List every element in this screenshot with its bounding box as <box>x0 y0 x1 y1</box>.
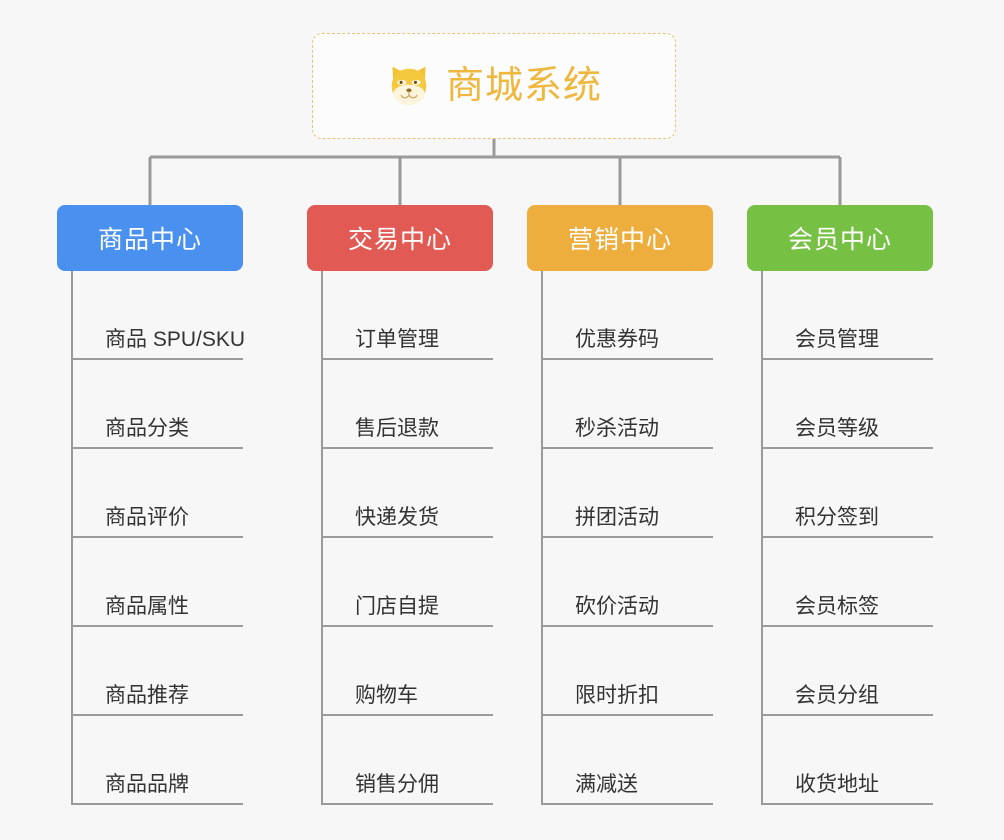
leaf-label: 快递发货 <box>355 505 439 529</box>
leaf-item[interactable]: 砍价活动 <box>541 538 713 627</box>
leaf-label: 会员分组 <box>795 683 879 707</box>
leaf-label: 会员等级 <box>795 416 879 440</box>
category-column-product: 商品中心 商品 SPU/SKU 商品分类 商品评价 商品属性 商品推荐 商品品牌 <box>57 205 246 805</box>
leaf-item[interactable]: 商品推荐 <box>71 627 243 716</box>
leaf-rail <box>541 271 543 805</box>
leaf-item[interactable]: 商品 SPU/SKU <box>71 271 246 360</box>
leaf-label: 会员管理 <box>795 327 879 351</box>
leaf-label: 砍价活动 <box>575 594 659 618</box>
leaf-item[interactable]: 收货地址 <box>761 716 933 805</box>
leaf-label: 商品品牌 <box>105 772 189 796</box>
leaf-label: 销售分佣 <box>355 772 439 796</box>
leaf-group-member: 会员管理 会员等级 积分签到 会员标签 会员分组 收货地址 <box>761 271 933 805</box>
category-column-member: 会员中心 会员管理 会员等级 积分签到 会员标签 会员分组 收货地址 <box>747 205 933 805</box>
category-label: 商品中心 <box>97 226 202 254</box>
leaf-item[interactable]: 门店自提 <box>321 538 493 627</box>
category-header-product[interactable]: 商品中心 <box>57 205 243 271</box>
category-column-trade: 交易中心 订单管理 售后退款 快递发货 门店自提 购物车 销售分佣 <box>307 205 493 805</box>
leaf-label: 购物车 <box>355 683 418 707</box>
leaf-label: 满减送 <box>575 772 638 796</box>
leaf-item[interactable]: 快递发货 <box>321 449 493 538</box>
category-label: 交易中心 <box>347 226 452 254</box>
leaf-item[interactable]: 商品评价 <box>71 449 243 538</box>
leaf-item[interactable]: 秒杀活动 <box>541 360 713 449</box>
leaf-item[interactable]: 满减送 <box>541 716 713 805</box>
leaf-label: 订单管理 <box>355 327 439 351</box>
leaf-item[interactable]: 会员等级 <box>761 360 933 449</box>
leaf-rail <box>71 271 73 805</box>
leaf-label: 商品分类 <box>105 416 189 440</box>
leaf-label: 商品属性 <box>105 594 189 618</box>
leaf-label: 积分签到 <box>795 505 879 529</box>
leaf-item[interactable]: 售后退款 <box>321 360 493 449</box>
leaf-item[interactable]: 会员分组 <box>761 627 933 716</box>
shiba-dog-icon <box>391 66 427 105</box>
leaf-rail <box>321 271 323 805</box>
leaf-item[interactable]: 商品分类 <box>71 360 243 449</box>
leaf-label: 会员标签 <box>795 594 879 618</box>
category-label: 会员中心 <box>787 226 892 254</box>
leaf-item[interactable]: 商品品牌 <box>71 716 243 805</box>
leaf-item[interactable]: 优惠券码 <box>541 271 713 360</box>
leaf-label: 收货地址 <box>795 772 879 796</box>
category-header-trade[interactable]: 交易中心 <box>307 205 493 271</box>
leaf-label: 限时折扣 <box>575 683 659 707</box>
leaf-label: 拼团活动 <box>575 505 659 529</box>
leaf-label: 门店自提 <box>355 594 439 618</box>
leaf-item[interactable]: 商品属性 <box>71 538 243 627</box>
leaf-item[interactable]: 会员管理 <box>761 271 933 360</box>
leaf-item[interactable]: 订单管理 <box>321 271 493 360</box>
category-label: 营销中心 <box>567 226 672 254</box>
leaf-item[interactable]: 拼团活动 <box>541 449 713 538</box>
leaf-group-product: 商品 SPU/SKU 商品分类 商品评价 商品属性 商品推荐 商品品牌 <box>71 271 246 805</box>
leaf-item[interactable]: 限时折扣 <box>541 627 713 716</box>
leaf-label: 优惠券码 <box>575 327 659 351</box>
leaf-item[interactable]: 销售分佣 <box>321 716 493 805</box>
leaf-label: 售后退款 <box>355 416 439 440</box>
leaf-label: 商品 SPU/SKU <box>105 327 246 351</box>
leaf-item[interactable]: 积分签到 <box>761 449 933 538</box>
leaf-group-trade: 订单管理 售后退款 快递发货 门店自提 购物车 销售分佣 <box>321 271 493 805</box>
category-header-member[interactable]: 会员中心 <box>747 205 933 271</box>
root-node[interactable]: 商城系统 <box>312 33 676 139</box>
leaf-group-marketing: 优惠券码 秒杀活动 拼团活动 砍价活动 限时折扣 满减送 <box>541 271 713 805</box>
leaf-rail <box>761 271 763 805</box>
leaf-label: 商品推荐 <box>105 683 189 707</box>
category-column-marketing: 营销中心 优惠券码 秒杀活动 拼团活动 砍价活动 限时折扣 满减送 <box>527 205 713 805</box>
leaf-item[interactable]: 会员标签 <box>761 538 933 627</box>
root-title: 商城系统 <box>445 65 602 107</box>
category-header-marketing[interactable]: 营销中心 <box>527 205 713 271</box>
leaf-label: 秒杀活动 <box>575 416 659 440</box>
leaf-label: 商品评价 <box>105 505 189 529</box>
leaf-item[interactable]: 购物车 <box>321 627 493 716</box>
